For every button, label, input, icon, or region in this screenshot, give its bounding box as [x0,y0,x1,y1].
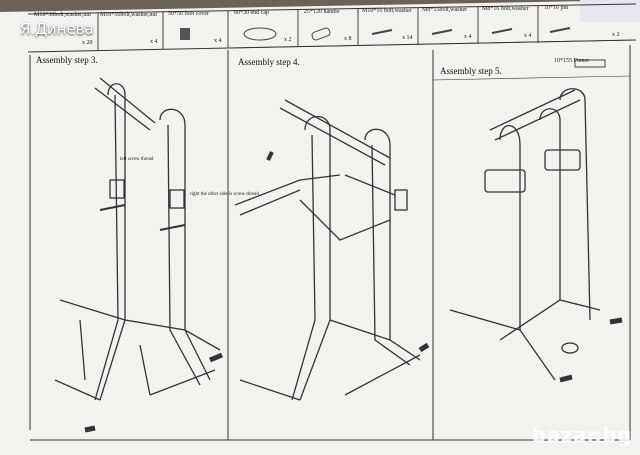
user-name-label: Я.Динева [20,20,94,38]
step-5-title: Assembly step 5. [440,66,502,76]
part-qty-1: x 20 [82,40,93,46]
part-qty-7: x 4 [464,34,472,40]
step3-drawing [54,77,223,433]
part-label-3: 50*50 foot cover [168,11,209,17]
part-label-2: M10*50bolt,washer,nut [100,12,158,18]
part-qty-4: x 2 [284,37,292,43]
part-qty-2: x 4 [150,39,158,45]
step-4-title: Assembly step 4. [238,57,300,67]
part-label-1: M10*30bolt,washer,nut [34,12,92,18]
watermark-logo: bazar.bg [531,423,632,447]
right-thread-note: right the other side is screw thread [190,192,259,197]
part-label-4: 60*30 end cap [234,10,269,16]
part-label-5: 25*120 handle [304,9,340,15]
part-label-7: M8*55bolt,washer [422,7,468,13]
part-label-9: 10*16 pin [544,5,569,11]
part-qty-9: x 2 [612,32,620,38]
parts-header [97,6,606,68]
step5-drawing [449,88,623,383]
left-thread-note: left screw thread [120,157,154,162]
part-label-8: M8*16 bolt,washer [482,6,529,12]
part-qty-6: x 14 [402,35,413,41]
extra-part-label: 10*155 Pinner [554,58,590,64]
part-qty-5: x 8 [344,36,352,42]
step-3-title: Assembly step 3. [36,55,98,65]
part-qty-8: x 4 [524,33,532,39]
part-qty-3: x 4 [214,38,222,44]
part-label-6: M10*16 bolt,washer [362,8,412,14]
step4-drawing [234,99,430,401]
